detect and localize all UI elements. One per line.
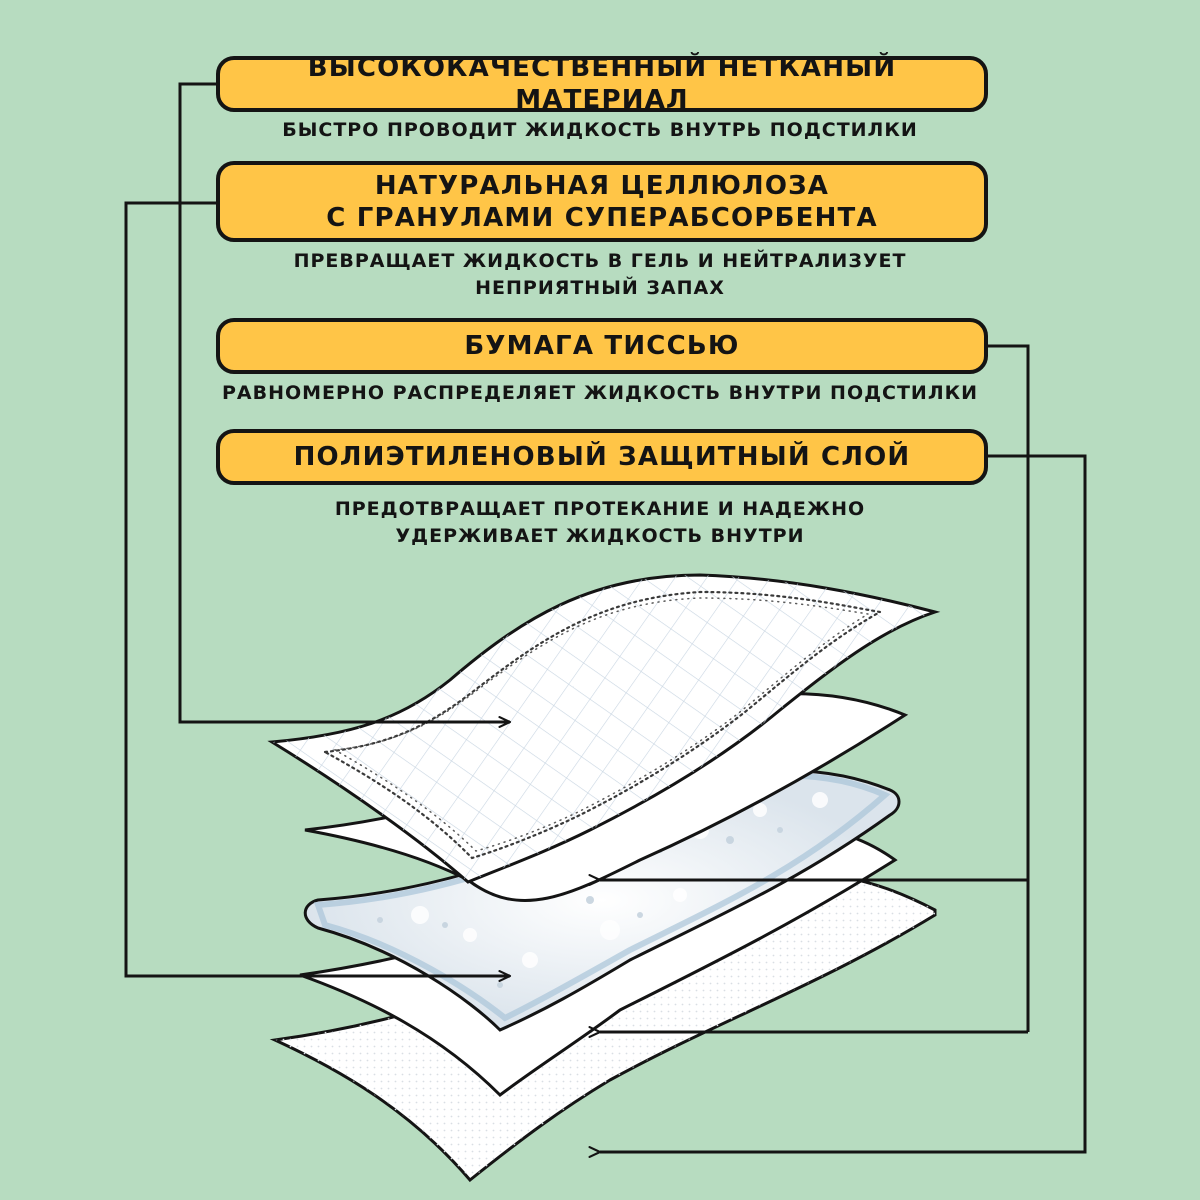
desc-cellulose: ПРЕВРАЩАЕТ ЖИДКОСТЬ В ГЕЛЬ И НЕЙТРАЛИЗУЕ… (293, 250, 907, 299)
desc-nonwoven: БЫСТРО ПРОВОДИТ ЖИДКОСТЬ ВНУТРЬ ПОДСТИЛК… (282, 119, 918, 141)
connector-tissue (986, 344, 1030, 1032)
label-tissue: БУМАГА ТИССЬЮ (216, 318, 988, 374)
connector-polyethylene (588, 454, 1087, 1158)
label-cellulose: НАТУРАЛЬНАЯ ЦЕЛЛЮЛОЗА С ГРАНУЛАМИ СУПЕРА… (216, 161, 988, 242)
connector-cellulose (124, 201, 512, 982)
label-polyethylene: ПОЛИЭТИЛЕНОВЫЙ ЗАЩИТНЫЙ СЛОЙ (216, 429, 988, 485)
desc-polyethylene: ПРЕДОТВРАЩАЕТ ПРОТЕКАНИЕ И НАДЕЖНО УДЕРЖ… (334, 498, 866, 547)
desc-tissue: РАВНОМЕРНО РАСПРЕДЕЛЯЕТ ЖИДКОСТЬ ВНУТРИ … (221, 382, 979, 404)
stitch-border (321, 590, 884, 860)
label-nonwoven: ВЫСОКОКАЧЕСТВЕННЫЙ НЕТКАНЫЙ МАТЕРИАЛ (216, 53, 988, 115)
connector-nonwoven (178, 82, 512, 728)
